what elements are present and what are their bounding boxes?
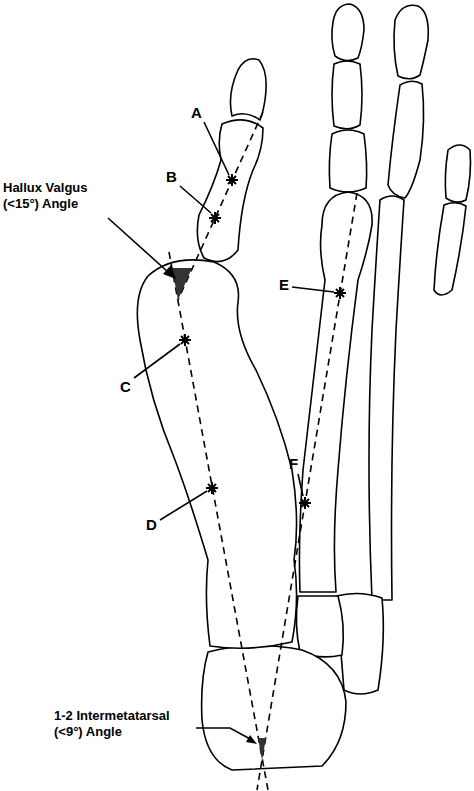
callout-letter: B (166, 168, 177, 187)
callout-letter: F (289, 455, 298, 474)
asterisk-markers (179, 174, 346, 509)
angle-label: 1-2 Intermetatarsal (<9°) Angle (54, 708, 196, 741)
callout-letter: C (120, 378, 131, 397)
angle-label: Hallux Valgus (<15°) Angle (3, 180, 107, 213)
callout-letter: E (279, 276, 289, 295)
callout-letter: D (146, 516, 157, 535)
callout-letter: A (191, 104, 202, 123)
